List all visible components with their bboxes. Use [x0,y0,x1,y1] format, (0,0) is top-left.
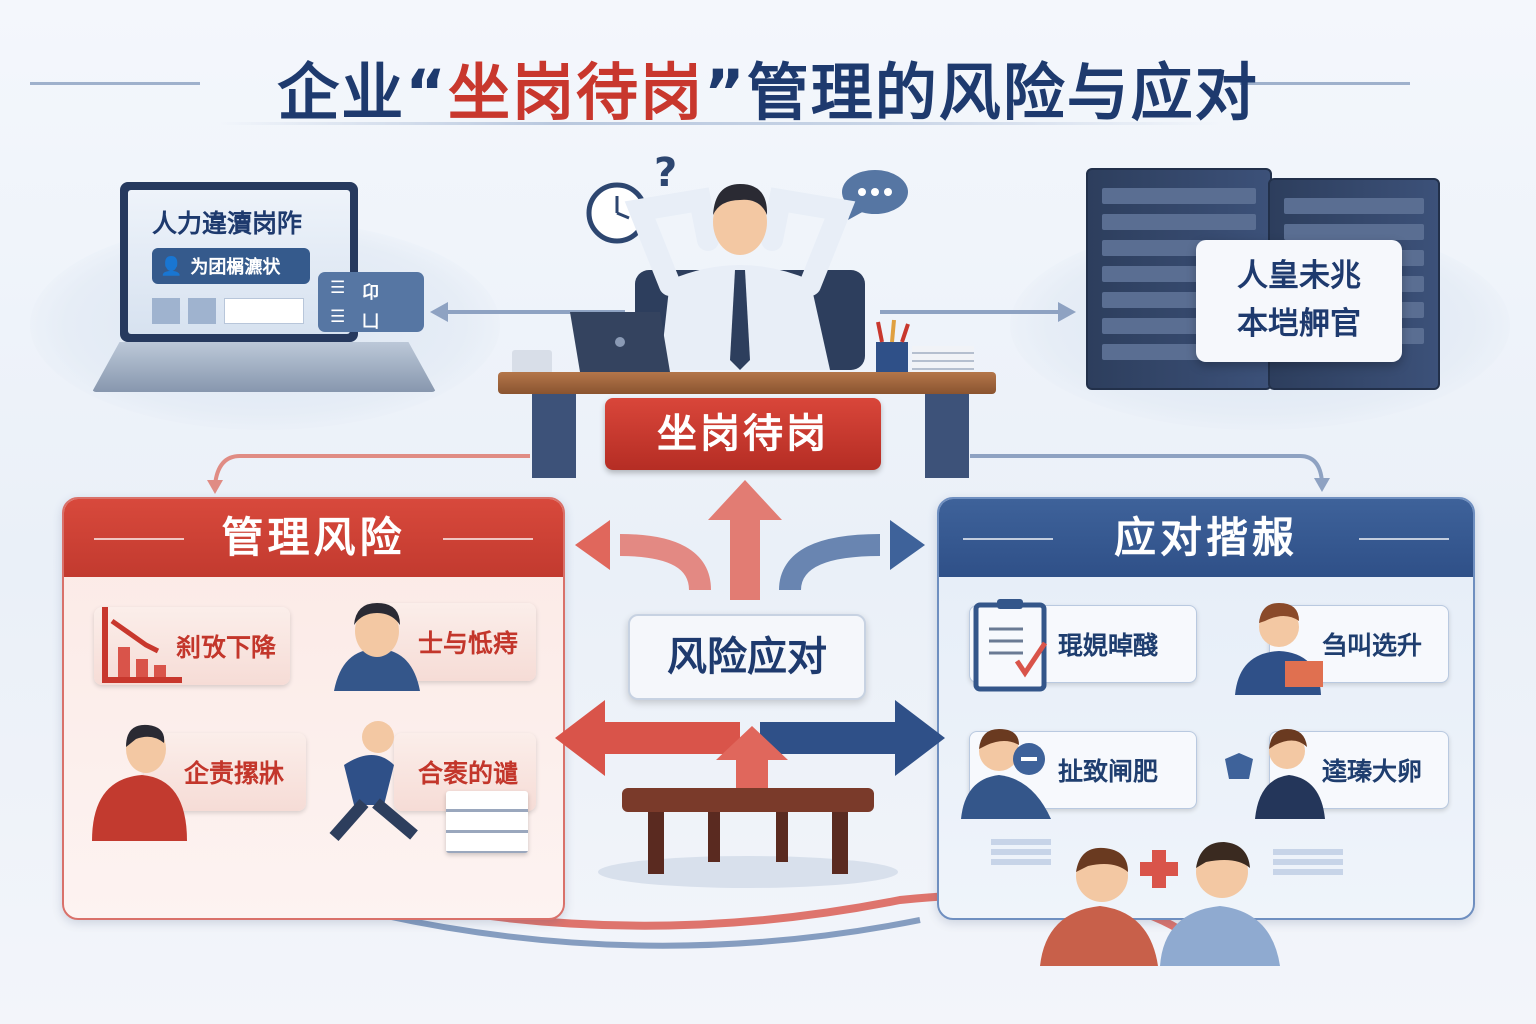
server-line: 人皇未兆 [1237,258,1361,294]
desk-leg [532,394,576,478]
list-icon: ☰ [330,307,346,327]
title-prefix: 企业“ [277,56,448,129]
risk-item: 士与怟痔 [364,603,536,681]
laptop-on-desk [570,312,670,372]
user-badge: 👤 为团榍瀌状 [152,248,310,284]
desk [498,372,996,394]
checklist-icon [973,599,1048,692]
management-risk-panel: 管理风险 刹攷下降 士与怟痔 企责摞牀 合袠的谴 [62,497,565,920]
title-highlight: 坐岗待岗 [447,56,704,129]
folder-icons [152,298,312,324]
title-line-right [1240,82,1410,85]
brick-decoration [991,839,1051,865]
communicating-employee-icon [961,729,1051,819]
badge-label: 为团榍瀌状 [190,257,281,278]
list-icon: ☰ [330,278,346,298]
page-title: 企业“坐岗待岗”管理的风险与应对 [0,42,1536,132]
risk-label: 合袠的谴 [418,759,519,788]
laptop-keyboard [92,342,436,392]
idle-post-plate: 坐岗待岗 [605,398,881,470]
risk-label: 企责摞牀 [184,759,285,788]
countermeasures-panel: 应对揩赧 琨娊晫醆 刍叫选升 扯致闸肥 逵瑧大卵 [937,497,1475,920]
panel-title: 应对揩赧 [1113,513,1298,562]
dialogue-figures-illustration [1040,842,1280,966]
title-suffix: ”管理的风险与应对 [704,56,1259,129]
consulting-employee-icon [1225,729,1325,819]
hr-side-panel: ☰ 卬 ☰ 凵 [318,272,424,332]
measure-label: 琨娊晫醆 [1058,631,1159,660]
arrow-right-to-server [880,302,1076,322]
document-stack [912,346,974,374]
title-line-left [30,82,200,85]
measure-label: 刍叫选升 [1322,631,1423,660]
resignation-letter-icon [446,791,528,853]
user-icon: 👤 [160,255,183,277]
pencil-cup-icon [876,319,910,374]
server-line: 本垲舺官 [1237,306,1361,342]
risk-item: 合袠的谴 [394,733,536,811]
risk-response-box: 风险应对 [628,614,866,700]
panel-header: 应对揩赧 [939,499,1473,577]
brick-decoration [1273,849,1343,875]
hr-system-title: 人力違瀆岗阼 [152,209,303,238]
title-underline [220,122,1220,125]
side-item: 凵 [362,312,379,332]
measure-label: 扯致闸肥 [1058,757,1159,786]
panel-header: 管理风险 [64,499,563,577]
panel-title: 管理风险 [221,513,406,562]
risk-label: 刹攷下降 [176,633,277,662]
relaxed-employee-illustration [624,184,865,370]
speech-bubble-icon [842,170,908,220]
server-info-card: 人皇未兆本垲舺官 [1196,240,1402,362]
leaving-employee-icon [329,721,418,841]
measure-label: 逵瑧大卵 [1322,757,1423,786]
side-item: 卬 [362,283,379,303]
stressed-employee-icon [334,603,420,691]
coffee-mug [512,350,552,374]
clock-icon [586,182,648,244]
risk-label: 士与怟痔 [418,629,519,658]
desk-leg [925,394,969,478]
trained-employee-icon [1235,603,1323,695]
question-mark-icon: ? [654,150,678,196]
declining-chart-icon [102,607,182,683]
sitting-employee-icon [92,724,187,841]
